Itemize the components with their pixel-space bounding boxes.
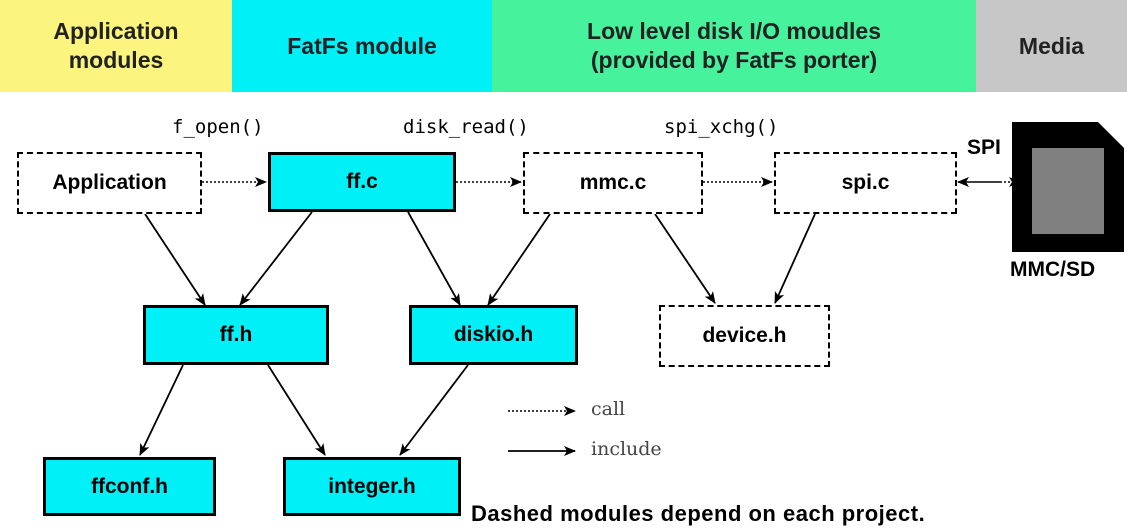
band-media: Media [976,0,1127,92]
legend-call-label: call [591,398,626,420]
include-arrow-mmc-to-device [654,213,716,304]
band-application-modules: Application modules [0,0,232,92]
spi-interface-label: SPI [967,136,1001,159]
sd-card-label: MMC/SD [1010,258,1096,281]
include-arrow-diskio-to-integer [399,364,469,456]
band-low-level-disk-io: Low level disk I/O moudles (provided by … [492,0,976,92]
include-arrow-ffh-to-ffconf [139,364,184,456]
module-ff-c-label: ff.c [346,170,378,193]
band-fatfs-module-label: FatFs module [287,32,437,59]
band-fatfs-module: FatFs module [232,0,492,92]
module-ffconf-h-label: ffconf.h [91,474,168,498]
footnote: Dashed modules depend on each project. [471,501,926,526]
module-spi-c: spi.c [774,152,957,214]
legend-include-label: include [591,438,662,460]
band-low-level-disk-io-label: Low level disk I/O moudles (provided by … [587,18,881,73]
band-application-modules-label: Application modules [53,18,179,73]
module-spi-c-label: spi.c [841,171,890,194]
module-integer-h: integer.h [283,457,461,516]
module-application: Application [17,152,202,214]
module-diskio-h-label: diskio.h [453,323,534,346]
function-spi-xchg: spi_xchg() [664,116,779,138]
module-ff-h: ff.h [143,305,329,365]
module-application-label: Application [52,171,167,194]
module-mmc-c: mmc.c [523,152,703,214]
function-f-open: f_open() [172,116,264,138]
include-arrow-ffc-to-diskio [407,211,461,306]
module-ff-h-label: ff.h [219,323,253,346]
module-device-h: device.h [659,305,830,367]
include-arrow-app-to-ffh [144,213,206,306]
include-arrow-mmc-to-diskio [487,213,551,306]
module-diskio-h: diskio.h [409,305,578,365]
include-arrow-ffh-to-integer [267,364,326,456]
module-ffconf-h: ffconf.h [43,457,216,516]
function-disk-read: disk_read() [403,116,529,138]
sd-card-icon [1012,122,1124,252]
module-integer-h-label: integer.h [328,474,416,498]
module-ff-c: ff.c [268,152,456,212]
module-device-h-label: device.h [702,324,787,347]
include-arrow-ffc-to-ffh [239,211,313,306]
module-mmc-c-label: mmc.c [579,171,647,194]
band-media-label: Media [1018,32,1085,59]
include-arrow-spi-to-device [774,213,816,304]
